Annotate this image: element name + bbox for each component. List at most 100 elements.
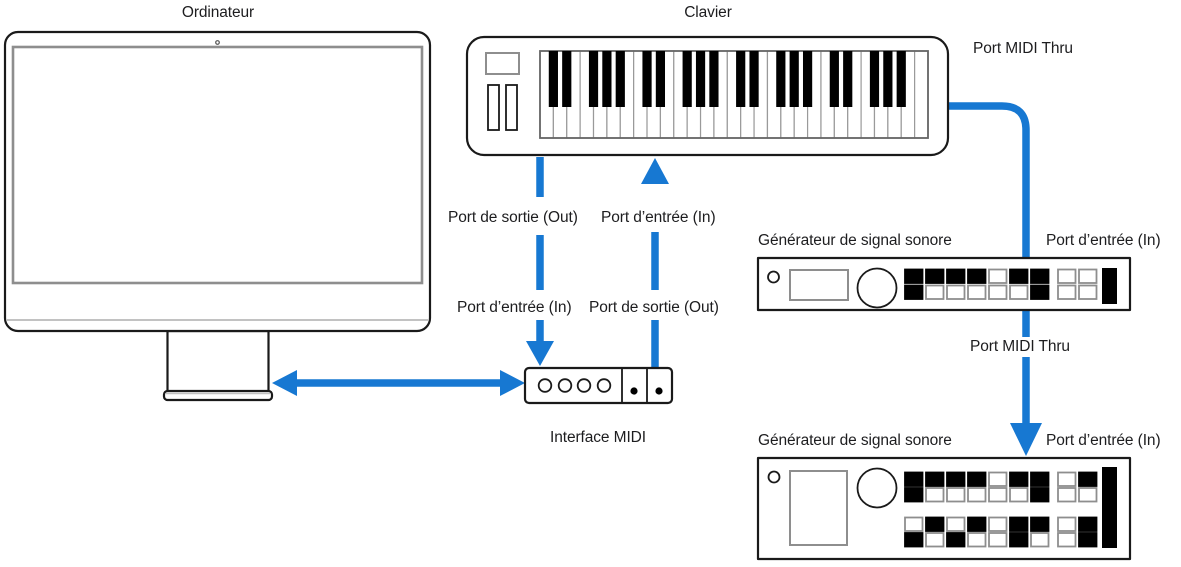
panel-button-active [904,487,924,503]
panel-button [1078,487,1098,503]
black-key [682,51,692,107]
keybed-frame [539,50,929,139]
panel-button [1057,268,1077,284]
panel-button-active [904,268,924,284]
display [789,470,848,546]
panel-button-active [1030,471,1050,487]
panel-button [988,487,1008,503]
black-key [602,51,612,107]
knob-icon [856,267,898,309]
black-key [802,51,813,107]
midi-out-cable [526,157,554,366]
power-led-icon [767,270,780,284]
panel-button [1057,471,1077,487]
power-led-icon [767,470,781,484]
generator-2-label: Générateur de signal sonore [758,432,952,449]
display [789,269,849,301]
knob-icon [856,467,898,509]
black-key [642,51,652,107]
panel-button [946,516,966,532]
panel-button-active [904,471,924,487]
midi-port-icon [537,378,553,393]
panel-button [967,532,987,548]
midi-in-cable [641,158,669,368]
computer-label: Ordinateur [181,4,255,21]
panel-button-active [967,471,987,487]
panel-button-active [1030,516,1050,532]
panel-button-active [1030,268,1050,284]
panel-button [1078,268,1098,284]
white-key [914,50,929,139]
panel-button-active [904,284,924,300]
panel-button [946,487,966,503]
panel-button-active [1009,532,1029,548]
panel-button [988,268,1008,284]
black-key [548,51,558,107]
panel-button [988,284,1008,300]
black-key [736,51,746,107]
panel-button [988,516,1008,532]
black-key [615,51,625,107]
panel-button-active [1078,516,1098,532]
cables [272,102,1042,456]
panel-button [946,284,966,300]
panel-button-active [1009,516,1029,532]
port-in-lower-label: Port d’entrée (In) [457,299,572,316]
port-out-upper-label: Port de sortie (Out) [448,209,578,226]
indicator-dot [630,387,638,395]
black-key [843,51,853,107]
sound-generator-1 [756,256,1132,312]
arrow-down-icon [526,341,554,366]
panel-button-active [946,471,966,487]
midi-port-icon [557,378,573,393]
panel-button [1078,284,1098,300]
generator-1-label: Générateur de signal sonore [758,232,952,249]
port-in-upper-label: Port d’entrée (In) [601,209,716,226]
black-key [695,51,706,107]
black-key [896,51,906,107]
piano-keys [539,50,929,139]
panel-button-active [946,532,966,548]
panel-button [1057,487,1077,503]
panel-button-active [1009,471,1029,487]
panel-button-active [925,516,945,532]
keyboard-display [485,52,520,75]
panel-button-active [967,516,987,532]
panel-button-active [925,268,945,284]
panel-button [988,471,1008,487]
black-key [829,51,839,107]
generator-1-port-in-label: Port d’entrée (In) [1046,232,1161,249]
indicator-dot [655,387,663,395]
panel-button [1057,516,1077,532]
panel-button [1057,284,1077,300]
black-key [655,51,666,107]
port-midi-thru-mid-label: Port MIDI Thru [966,337,1074,357]
panel-button-active [1030,284,1050,300]
arrow-left-icon [272,370,297,396]
pitch-wheel [487,84,500,131]
midi-keyboard [465,35,950,157]
panel-button-active [1030,487,1050,503]
black-key [789,51,799,107]
black-key [709,51,719,107]
button-grid [904,516,1098,548]
black-key [749,51,759,107]
panel-button [967,284,987,300]
arrow-up-icon [641,158,669,184]
midi-thru-cable [948,102,1042,456]
black-key [562,51,572,107]
button-grid [904,471,1098,503]
panel-button [967,487,987,503]
generator-2-port-in-label: Port d’entrée (In) [1046,432,1161,449]
midi-port-icon [576,378,592,393]
panel-button [904,516,924,532]
panel-button [925,532,945,548]
panel-button-active [1078,471,1098,487]
port-out-lower-label: Port de sortie (Out) [589,299,719,316]
panel-button-active [904,532,924,548]
mod-wheel [505,84,518,131]
interface-midi-label: Interface MIDI [550,429,646,446]
panel-button-active [1078,532,1098,548]
